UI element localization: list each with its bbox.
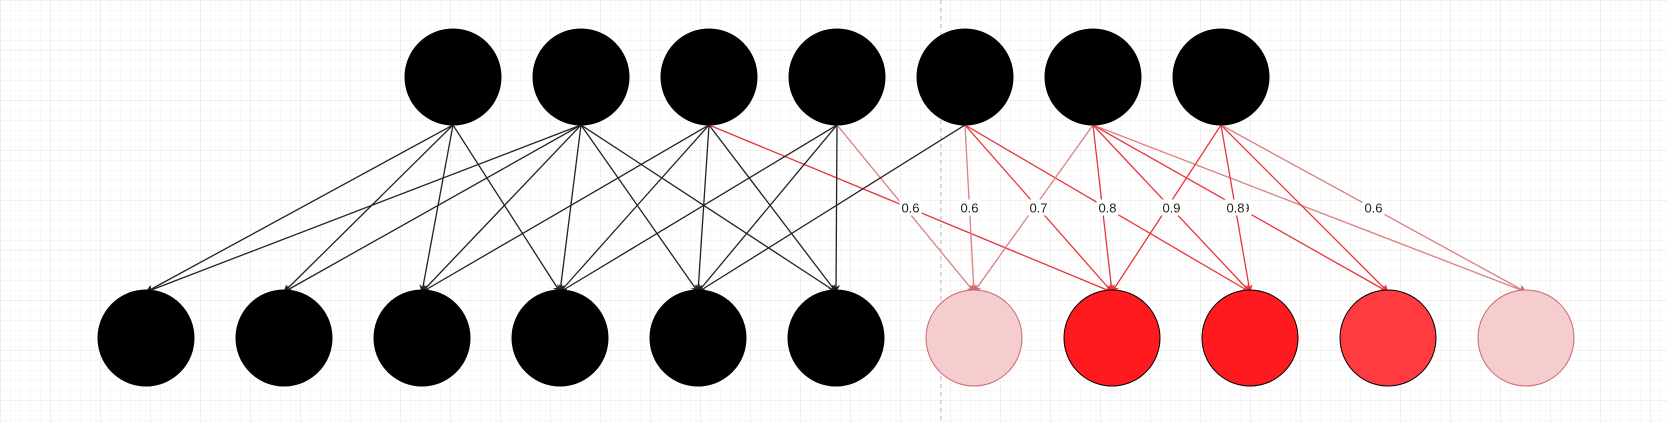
edge-label-background xyxy=(1096,199,1119,216)
edge-label-t5-b9: 0.8 xyxy=(1096,199,1119,216)
edge-t3-b6[interactable] xyxy=(708,124,837,293)
top-node-t6[interactable] xyxy=(1044,28,1142,126)
edge-label-background xyxy=(1027,199,1050,216)
bottom-node-b11[interactable] xyxy=(1477,289,1575,387)
edge-t2-b6[interactable] xyxy=(580,124,837,293)
bottom-node-b8[interactable] xyxy=(1063,289,1161,387)
edge-t2-b1[interactable] xyxy=(145,124,582,294)
edge-label-text: 0.8 xyxy=(1226,201,1244,216)
edge-t1-b1[interactable] xyxy=(145,124,454,293)
bottom-node-b10[interactable] xyxy=(1339,289,1437,387)
edge-label-background xyxy=(899,199,922,216)
edge-t2-b2[interactable] xyxy=(283,124,582,293)
nodes-layer xyxy=(97,28,1575,387)
top-node-t1[interactable] xyxy=(404,28,502,126)
bottom-node-b7[interactable] xyxy=(925,289,1023,387)
edge-t6-b11[interactable] xyxy=(1092,124,1527,294)
edge-label-background xyxy=(1224,199,1247,216)
edge-t4-b4[interactable] xyxy=(559,124,838,293)
bottom-node-b4[interactable] xyxy=(511,289,609,387)
edge-label-t6-b9: 0.9 xyxy=(1160,199,1183,216)
edge-label-text: 0.7 xyxy=(1029,201,1047,216)
edge-label-t5-b7: 0.6 xyxy=(958,199,981,216)
edge-label-text: 0.6 xyxy=(901,201,919,216)
top-node-t3[interactable] xyxy=(660,28,758,126)
edge-t3-b3[interactable] xyxy=(421,124,710,293)
bottom-node-b6[interactable] xyxy=(787,289,885,387)
edge-t3-b4[interactable] xyxy=(559,124,710,293)
edge-label-t7-b11: 0.6 xyxy=(1362,199,1385,216)
edge-t3-b5[interactable] xyxy=(694,124,710,293)
edge-label-t5-b8: 0.7 xyxy=(1027,199,1050,216)
bottom-node-b2[interactable] xyxy=(235,289,333,387)
bottom-node-b1[interactable] xyxy=(97,289,195,387)
edge-label-text: 0.9 xyxy=(1162,201,1180,216)
edge-t2-b5[interactable] xyxy=(580,124,699,293)
edge-label-t3-b8: 0.6 xyxy=(899,199,922,216)
edge-label-text: 0.8 xyxy=(1098,201,1116,216)
top-node-t2[interactable] xyxy=(532,28,630,126)
edge-labels-layer: 0.60.60.70.80.90.90.80.6 xyxy=(899,199,1385,216)
edge-label-background xyxy=(958,199,981,216)
edge-t4-b6[interactable] xyxy=(832,124,841,293)
edges-layer xyxy=(145,124,1527,294)
edge-t4-b5[interactable] xyxy=(697,124,838,293)
bottom-node-b9[interactable] xyxy=(1201,289,1299,387)
edge-label-text: 0.6 xyxy=(960,201,978,216)
edge-t2-b4[interactable] xyxy=(556,124,582,293)
edge-label-background xyxy=(1362,199,1385,216)
edge-t7-b10[interactable] xyxy=(1220,124,1389,293)
edge-t1-b2[interactable] xyxy=(283,124,454,293)
top-node-t7[interactable] xyxy=(1172,28,1270,126)
bottom-node-b5[interactable] xyxy=(649,289,747,387)
edge-t1-b3[interactable] xyxy=(419,124,454,293)
bottom-node-b3[interactable] xyxy=(373,289,471,387)
edge-label-background xyxy=(1160,199,1183,216)
edge-t5-b5[interactable] xyxy=(697,124,966,293)
edge-label-t7-b9: 0.8 xyxy=(1224,199,1247,216)
top-node-t4[interactable] xyxy=(788,28,886,126)
edge-label-text: 0.6 xyxy=(1364,201,1382,216)
edge-t2-b3[interactable] xyxy=(421,124,582,293)
edge-t1-b4[interactable] xyxy=(452,124,561,293)
top-node-t5[interactable] xyxy=(916,28,1014,126)
